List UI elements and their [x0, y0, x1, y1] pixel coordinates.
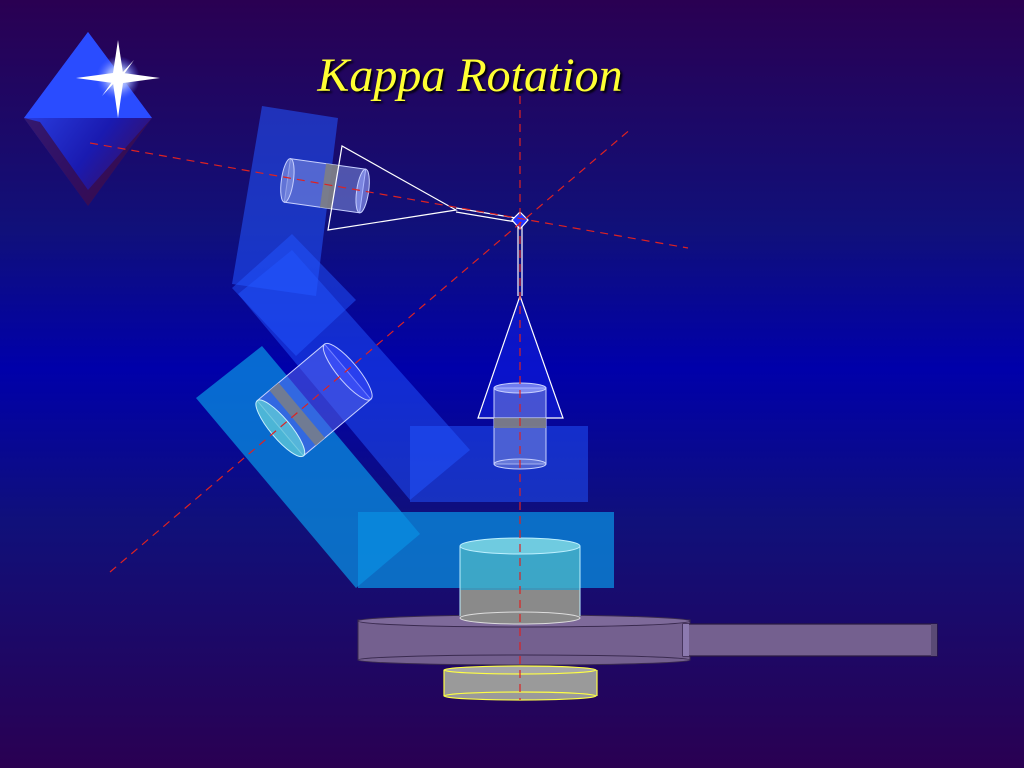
stage-arm [682, 623, 938, 657]
phi-cylinder [280, 158, 370, 214]
upper-cone [327, 145, 458, 231]
phi-axis [89, 142, 689, 249]
kappa-cylinder [255, 342, 373, 458]
kappa-axis [109, 127, 633, 573]
rotation-axes [89, 96, 689, 700]
crystal-mount-pins [455, 207, 523, 296]
diamond-star-logo-icon [24, 32, 160, 206]
slide-title: Kappa Rotation [317, 49, 623, 102]
stage-disk [357, 614, 691, 666]
